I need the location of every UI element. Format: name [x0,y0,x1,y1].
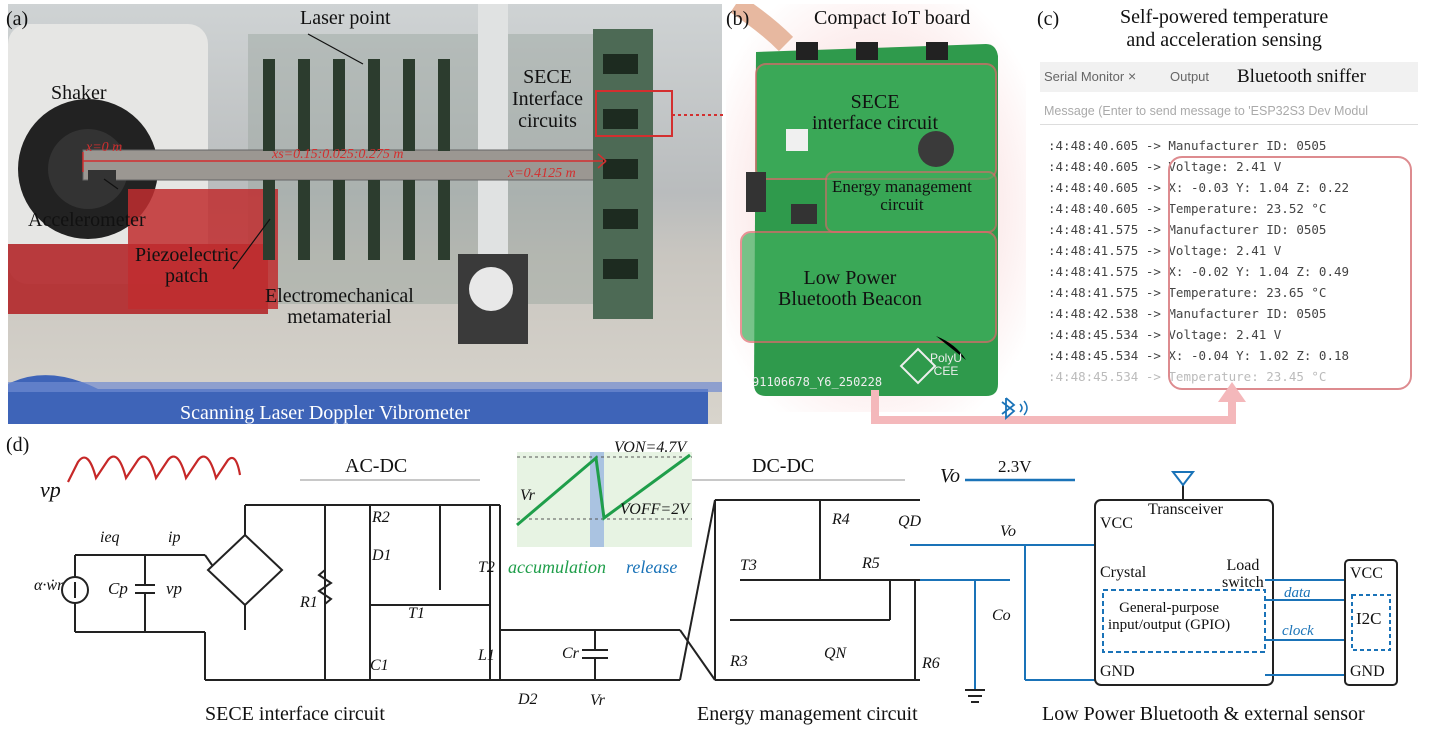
vr-label: Vr [590,692,605,709]
metamaterial-label: Electromechanical metamaterial [265,285,414,328]
bluetooth-sniffer-label: Bluetooth sniffer [1237,66,1366,87]
d2-label: D2 [518,691,538,708]
xend-label: x=0.4125 m [508,166,576,181]
vp-wave-label: vp [40,477,61,502]
serial-line: :4:48:40.605 -> Voltage: 2.41 V [1048,159,1282,174]
shaker-label: Shaker [51,82,107,104]
serial-line: :4:48:45.534 -> Temperature: 23.45 °C [1048,369,1327,384]
panel-a-scene [8,4,722,424]
bluetooth-icon [1001,397,1028,420]
l1-label: L1 [478,647,495,664]
circuit-diagram [61,452,1398,703]
board-logo: PolyU CEE [930,351,963,379]
serial-line: :4:48:41.575 -> X: -0.02 Y: 1.04 Z: 0.49 [1048,264,1350,279]
serial-line: :4:48:45.534 -> X: -0.04 Y: 1.02 Z: 0.18 [1048,348,1350,363]
panel-c-label: (c) [1037,8,1060,30]
ip-label: ip [168,529,181,546]
voff-label: VOFF=2V [620,501,689,518]
d1-label: D1 [372,547,392,564]
serial-line: :4:48:41.575 -> Temperature: 23.65 °C [1048,285,1327,300]
vp-waveform [67,455,242,483]
message-input[interactable]: Message (Enter to send message to 'ESP32… [1044,104,1369,118]
serial-line: :4:48:41.575 -> Voltage: 2.41 V [1048,243,1282,258]
t1-label: T1 [408,605,425,622]
board-sece-label: SECE interface circuit [812,91,939,134]
highlight-box [1168,156,1412,390]
tab-serial-monitor[interactable]: Serial Monitor [1044,69,1125,84]
tab-output[interactable]: Output [1170,69,1210,84]
cr-label: Cr [562,645,579,662]
panel-d-label: (d) [6,434,30,456]
xs-label: xs=0.15:0.025:0.275 m [272,147,404,162]
cp-label: Cp [108,579,128,598]
vo-wave-label: Vo [940,465,960,487]
serial-line: :4:48:41.575 -> Manufacturer ID: 0505 [1048,222,1327,237]
dc-dc-label: DC-DC [752,455,815,477]
tab-bar [1040,62,1418,92]
bluetooth-link [871,382,1246,424]
r5-label: R5 [862,555,880,572]
vcc2-label: VCC [1350,565,1383,582]
gpio-label: General-purpose input/output (GPIO) [1108,600,1231,633]
serial-line: :4:48:45.534 -> Voltage: 2.41 V [1048,327,1282,342]
r4-label: R4 [832,511,850,528]
c1-label: C1 [370,657,389,674]
ac-dc-label: AC-DC [345,455,408,477]
vp-node-label: vp [166,579,183,598]
serial-line: :4:48:40.605 -> Temperature: 23.52 °C [1048,201,1327,216]
ieq-label: ieq [100,529,120,546]
caption-sece: SECE interface circuit [205,703,385,725]
laser-point-label: Laser point [300,7,391,29]
source-label: α·ẇr [34,577,64,594]
vo-node-label: Vo [1000,523,1016,540]
voltage-inset [516,452,692,547]
i2c-label: I2C [1356,609,1382,628]
gnd2-label: GND [1350,663,1385,680]
panel-a-label: (a) [6,8,29,30]
vcc-label: VCC [1100,515,1133,532]
caption-ble: Low Power Bluetooth & external sensor [1042,703,1365,725]
board-silk-id: 91106678_Y6_250228 [752,375,883,389]
load-switch-label: Load switch [1222,557,1264,591]
serial-line: :4:48:40.605 -> Manufacturer ID: 0505 [1048,138,1327,153]
caption-energy: Energy management circuit [697,703,918,725]
panel-a-photo [8,4,722,424]
r2-label: R2 [372,509,390,526]
serial-monitor: Serial Monitor × Output Bluetooth sniffe… [1040,62,1418,392]
gnd-label: GND [1100,663,1135,680]
data-label: data [1284,585,1311,601]
serial-line: :4:48:40.605 -> X: -0.03 Y: 1.04 Z: 0.22 [1048,180,1350,195]
transceiver-label: Transceiver [1148,501,1223,518]
r3-label: R3 [730,653,748,670]
board-graphic [726,4,1026,412]
x0-label: x=0 m [86,140,123,155]
board-energy-label: Energy management circuit [832,177,972,214]
co-label: Co [992,607,1011,624]
t3-label: T3 [740,557,757,574]
von-label: VON=4.7V [614,439,687,456]
tab-close-icon[interactable]: × [1128,68,1137,84]
r1-label: R1 [300,594,318,611]
r6-label: R6 [922,655,940,672]
release-label: release [626,557,678,577]
accumulation-label: accumulation [508,557,606,577]
panel-b-label: (b) [726,8,750,30]
qd-label: QD [898,513,922,530]
vr-inset-label: Vr [520,487,535,504]
piezo-label: Piezoelectric patch [135,244,239,287]
clock-label: clock [1282,623,1314,639]
vibrometer-label: Scanning Laser Doppler Vibrometer [180,402,471,424]
vo-value-label: 2.3V [998,457,1032,476]
crystal-label: Crystal [1100,564,1147,581]
t2-label: T2 [478,559,495,576]
board-title: Compact IoT board [814,7,971,29]
panel-c-title: Self-powered temperature and acceleratio… [1120,6,1329,51]
panel-b-photo [726,4,1026,412]
accelerometer-label: Accelerometer [28,209,146,231]
qn-label: QN [824,645,847,662]
sece-interface-label: SECE Interface circuits [512,66,584,132]
board-ble-label: Low Power Bluetooth Beacon [778,267,922,310]
serial-line: :4:48:42.538 -> Manufacturer ID: 0505 [1048,306,1327,321]
